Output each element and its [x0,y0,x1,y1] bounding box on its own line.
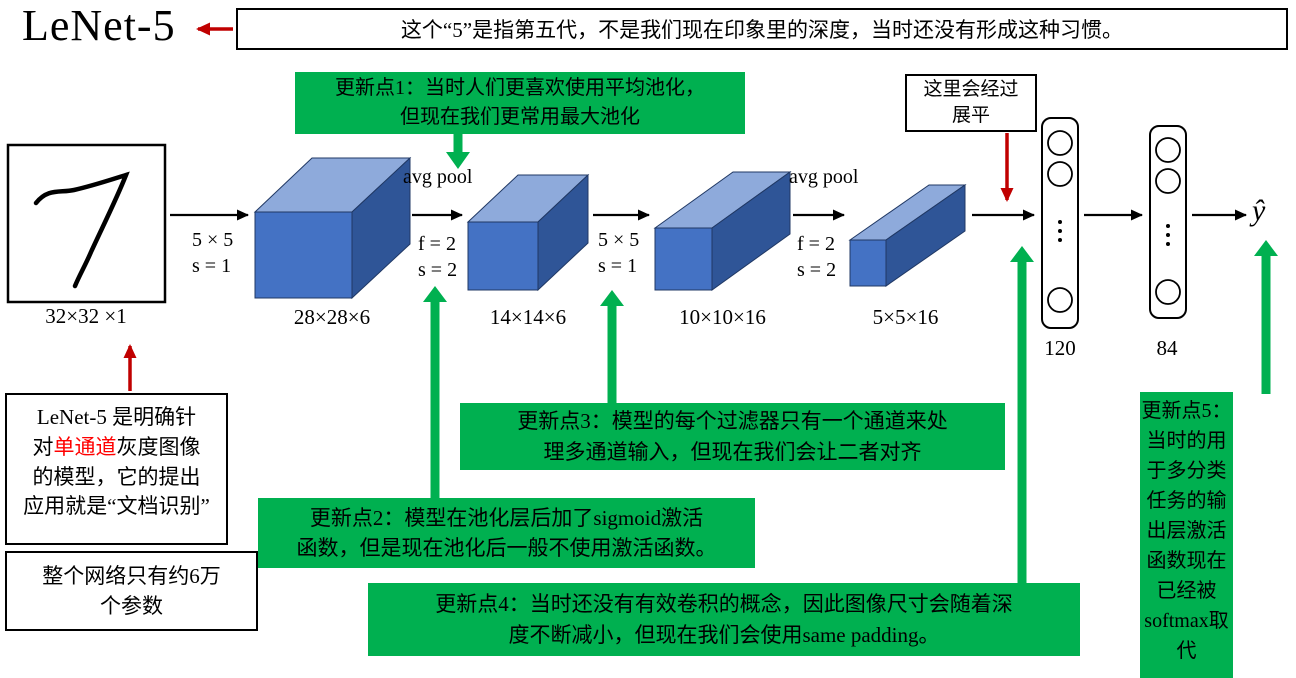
pool-block-14x14x6 [466,173,590,292]
generation-note-text: 这个“5”是指第五代，不是我们现在印象里的深度，当时还没有形成这种习惯。 [400,18,1124,42]
dim-conv2-label: 10×10×16 [679,305,766,329]
dim-pool2-label: 5×5×16 [872,305,939,329]
update5-box: 更新点5： 当时的用 于多分类 任务的输 出层激活 函数现在 已经被 softm… [1140,392,1233,678]
dim-pool1-label: 14×14×6 [489,305,567,329]
fc-layer-84 [1149,125,1187,319]
green-arrow-update2 [423,286,447,500]
single-channel-line4: 应用就是“文档识别” [23,494,210,519]
fc84-label: 84 [1156,336,1178,360]
update5-text: 更新点5： 当时的用 于多分类 任务的输 出层激活 函数现在 已经被 softm… [1141,400,1232,662]
update2-text: 更新点2：模型在池化层后加了sigmoid激活 函数，但是现在池化后一般不使用激… [296,505,717,560]
single-channel-line1: LeNet-5 是明确针 [36,405,197,429]
single-channel-highlight: 单通道 [53,434,117,459]
digit-7 [33,171,130,289]
green-arrow-update4 [1010,246,1034,585]
conv-block-28x28x6 [253,156,412,300]
generation-note-box: 这个“5”是指第五代，不是我们现在印象里的深度，当时还没有形成这种习惯。 [236,8,1288,50]
fc120-label: 120 [1044,336,1076,360]
flatten-note-text: 这里会经过 展平 [923,79,1019,126]
update3-box: 更新点3：模型的每个过滤器只有一个通道来处 理多通道输入，但现在我们会让二者对齐 [460,403,1005,470]
page-title: LeNet-5 [22,1,176,50]
params-note-box: 整个网络只有约6万 个参数 [5,551,258,631]
single-channel-line3: 的模型，它的提出 [32,464,201,489]
conv1-params-label: 5 × 5 s = 1 [192,229,234,278]
dim-conv1-label: 28×28×6 [293,305,371,329]
single-channel-note-box: LeNet-5 是明确针 对单通道灰度图像 的模型，它的提出 应用就是“文档识别… [5,393,228,545]
params-note-text: 整个网络只有约6万 个参数 [42,563,221,618]
dim-input-label: 32×32 ×1 [45,304,127,328]
avg-pool-label-1: avg pool [403,166,473,188]
update1-text: 更新点1：当时人们更喜欢使用平均池化， 但现在我们更常用最大池化 [335,77,705,128]
input-image-frame [6,143,167,304]
avg-pool-label-2: avg pool [789,166,859,188]
update1-box: 更新点1：当时人们更喜欢使用平均池化， 但现在我们更常用最大池化 [295,72,745,134]
output-label: ŷ [1252,194,1266,227]
pool1-params-label: f = 2 s = 2 [418,233,458,282]
green-arrow-update3 [600,290,624,405]
pool2-params-label: f = 2 s = 2 [797,233,837,282]
fc-layer-120 [1041,117,1079,329]
single-channel-line2: 对单通道灰度图像 [32,434,201,459]
green-arrow-update5 [1254,240,1278,394]
flatten-note-box: 这里会经过 展平 [905,74,1037,132]
update3-text: 更新点3：模型的每个过滤器只有一个通道来处 理多通道输入，但现在我们会让二者对齐 [517,409,948,464]
update2-box: 更新点2：模型在池化层后加了sigmoid激活 函数，但是现在池化后一般不使用激… [258,498,755,568]
conv-block-10x10x16 [653,171,792,291]
update4-box: 更新点4：当时还没有有效卷积的概念，因此图像尺寸会随着深 度不断减小，但现在我们… [368,583,1080,656]
conv2-params-label: 5 × 5 s = 1 [598,229,640,278]
pool-block-5x5x16 [848,184,967,287]
green-arrow-update1 [446,134,470,169]
update4-text: 更新点4：当时还没有有效卷积的概念，因此图像尺寸会随着深 度不断减小，但现在我们… [435,592,1013,647]
